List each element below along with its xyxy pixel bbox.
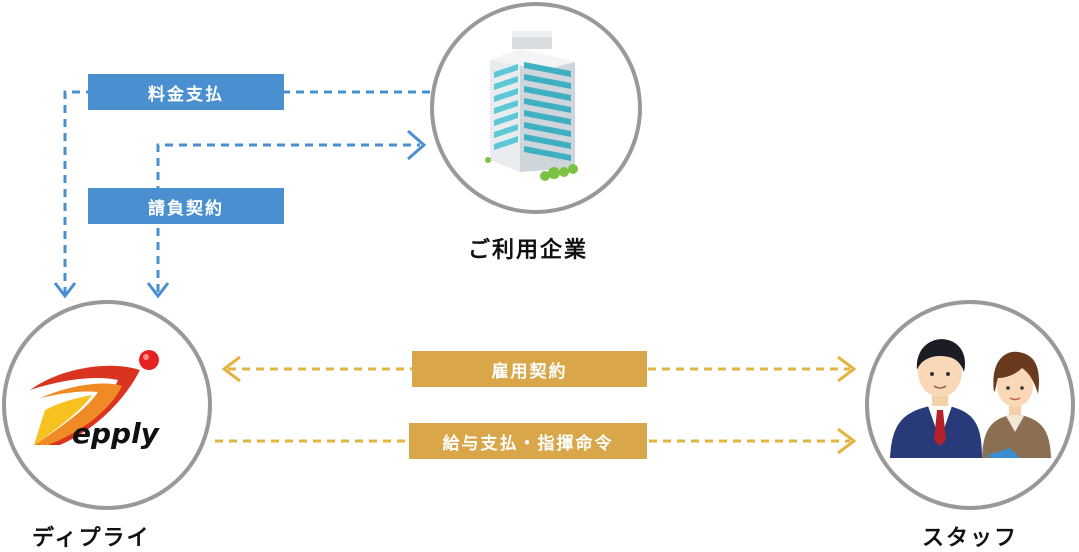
building-icon xyxy=(485,31,578,181)
epply-logo xyxy=(30,350,159,445)
contract-arrow xyxy=(146,129,427,299)
payment-arrow xyxy=(53,90,430,299)
staff-node xyxy=(865,300,1075,510)
salary-tag: 給与支払・指揮命令 xyxy=(409,423,647,459)
epply-node: epply xyxy=(2,300,212,510)
salary-arrow xyxy=(215,427,857,455)
epply-label: ディプライ xyxy=(32,526,151,551)
payment-tag: 料金支払 xyxy=(88,74,284,110)
staff-people-icon xyxy=(890,339,1051,458)
contract-tag: 請負契約 xyxy=(88,188,284,224)
client-label: ご利用企業 xyxy=(468,238,589,263)
epply-logo-text: epply xyxy=(72,417,161,450)
employment-tag: 雇用契約 xyxy=(412,351,647,387)
staff-label: スタッフ xyxy=(922,526,1019,551)
client-node xyxy=(430,2,642,214)
